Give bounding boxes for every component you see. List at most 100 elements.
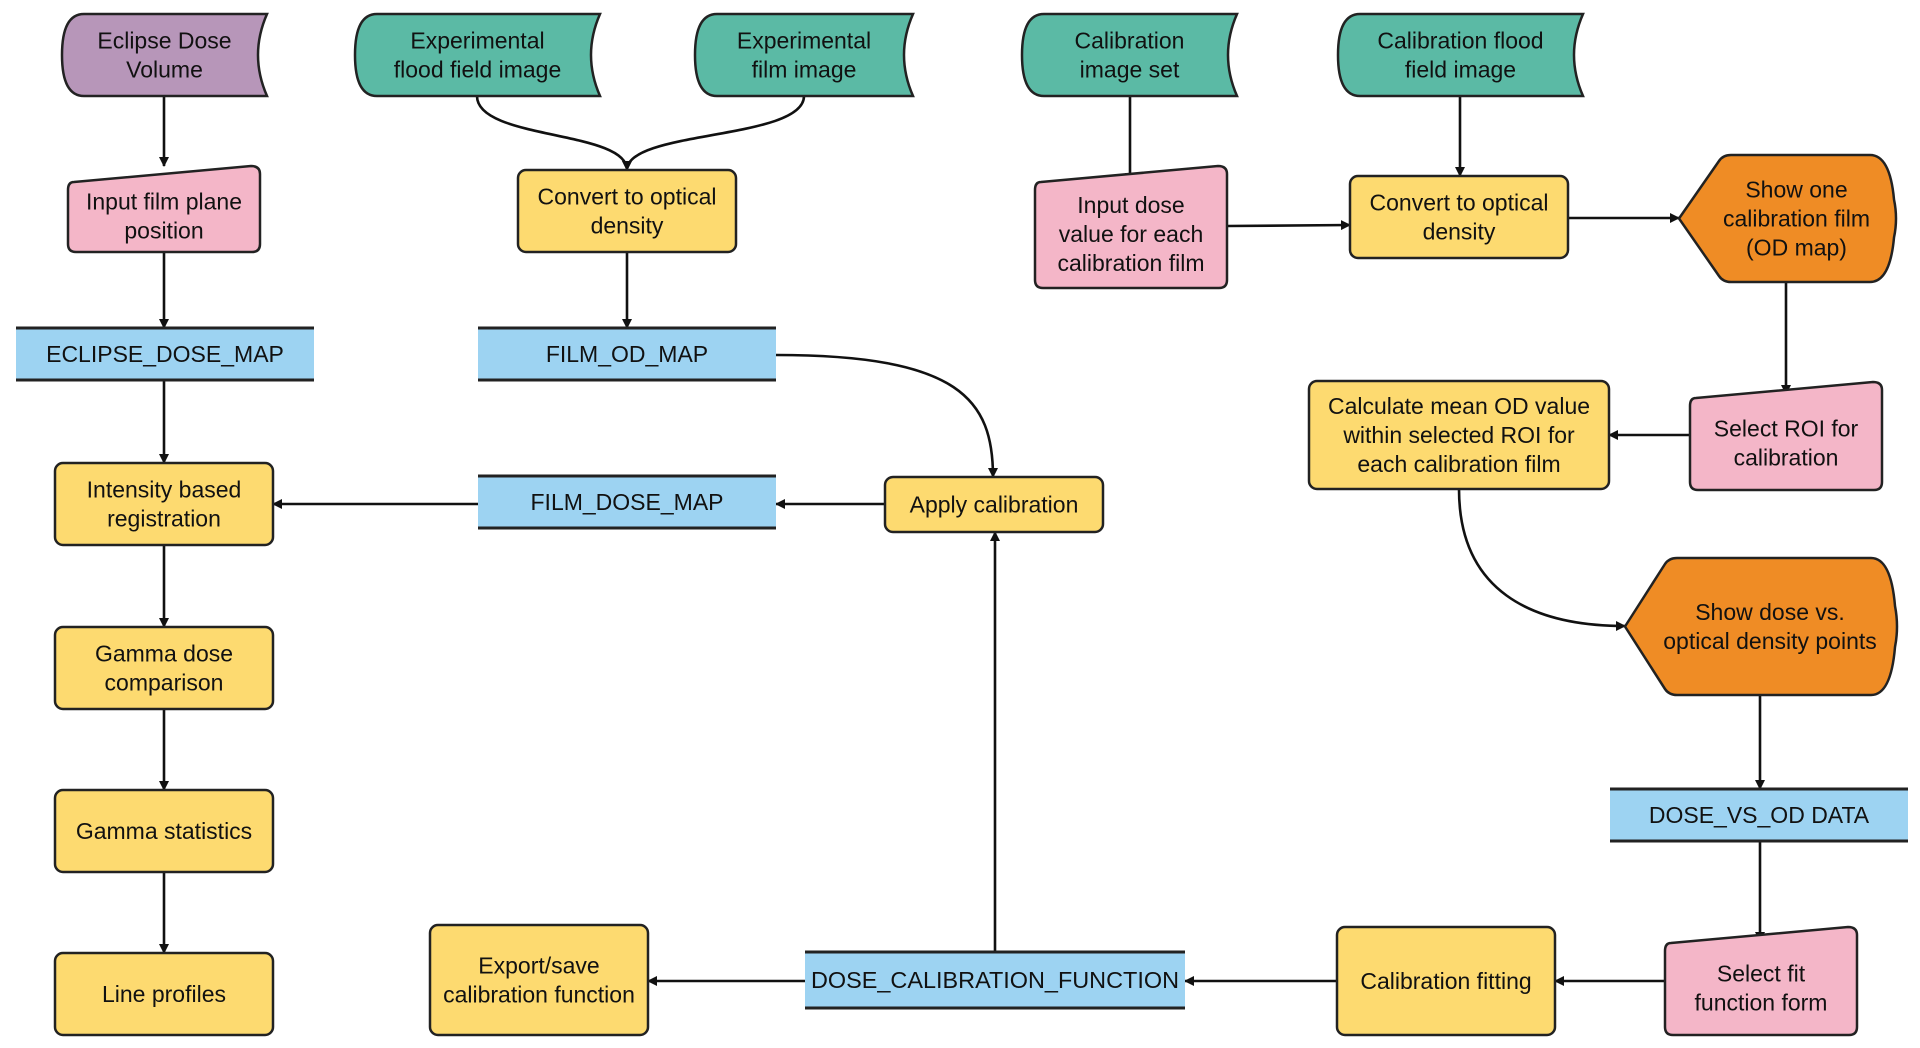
node-label-line: calibration function [443, 982, 635, 1008]
process-shape [1335, 925, 1557, 1037]
node-label-line: field image [1405, 57, 1516, 83]
node-convert-od-right: Convert to optical density [1348, 174, 1570, 260]
edge-exp-film-to-convert-left [622, 95, 806, 171]
node-input-film-plane: Input film plane position [66, 164, 262, 254]
node-label-line: position [124, 218, 203, 244]
node-label-line: (OD map) [1746, 235, 1847, 261]
node-label-line: Experimental [737, 28, 871, 54]
node-exp-film-image: Experimental film image [693, 12, 915, 98]
data-store-shape [478, 328, 776, 380]
process-shape [1307, 379, 1611, 491]
node-label-line: Show dose vs. [1695, 599, 1845, 625]
node-label-line: Calibration flood [1377, 28, 1543, 54]
node-intensity-registration: Intensity based registration [53, 461, 275, 547]
edge-calc-mean-od-to-show-dose-vs-od [1457, 488, 1626, 631]
node-gamma-statistics: Gamma statistics [53, 788, 275, 874]
data-store-shape [478, 476, 776, 528]
node-label-line: value for each [1059, 221, 1203, 247]
node-label-line: flood field image [394, 57, 562, 83]
process-shape [1348, 174, 1570, 260]
node-label-line: calibration [1734, 445, 1839, 471]
node-label-line: Gamma dose [95, 641, 233, 667]
node-label-line: within selected ROI for [1342, 422, 1575, 448]
node-label-line: Intensity based [87, 477, 242, 503]
data-store-shape [805, 952, 1185, 1008]
node-dose-calibration-function: DOSE_CALIBRATION_FUNCTION [805, 950, 1185, 1010]
node-label-line: registration [107, 506, 221, 532]
process-shape [53, 788, 275, 874]
node-label-line: Line profiles [102, 981, 226, 1007]
node-label-line: FILM_OD_MAP [546, 341, 708, 367]
node-label-line: Select fit [1717, 961, 1806, 987]
display-shape [1677, 153, 1898, 284]
node-input-dose-value: Input dose value for each calibration film [1033, 164, 1229, 290]
process-shape [53, 625, 275, 711]
node-cal-image-set: Calibration image set [1020, 12, 1239, 98]
node-label-line: Input film plane [86, 189, 242, 215]
node-label-line: Convert to optical [1370, 190, 1549, 216]
node-label-line: optical density points [1663, 628, 1877, 654]
datasource-shape [1020, 12, 1239, 98]
node-label-line: each calibration film [1357, 451, 1560, 477]
data-store-shape [1610, 789, 1908, 841]
node-label-line: Select ROI for [1714, 416, 1859, 442]
node-calc-mean-od: Calculate mean OD value within selected R… [1307, 379, 1611, 491]
edge-input-dose-to-convert-right [1226, 220, 1351, 231]
node-film-od-map: FILM_OD_MAP [478, 326, 776, 382]
node-label-line: Volume [126, 57, 203, 83]
node-cal-flood-field: Calibration flood field image [1336, 12, 1585, 98]
node-label-line: FILM_DOSE_MAP [531, 489, 724, 515]
node-label-line: Export/save [478, 953, 599, 979]
node-line-profiles: Line profiles [53, 951, 275, 1037]
node-label-line: calibration film [1058, 250, 1205, 276]
node-label-line: Input dose [1077, 192, 1184, 218]
node-label-line: Calibration fitting [1360, 968, 1531, 994]
node-label-line: ECLIPSE_DOSE_MAP [46, 341, 284, 367]
node-label-line: Calibration [1075, 28, 1185, 54]
manual-shape [1688, 380, 1884, 492]
datasource-shape [60, 12, 269, 98]
node-label-line: Show one [1745, 177, 1847, 203]
node-label-line: Calculate mean OD value [1328, 393, 1590, 419]
data-store-shape [16, 328, 314, 380]
process-shape [53, 951, 275, 1037]
process-shape [53, 461, 275, 547]
display-shape [1623, 556, 1899, 697]
node-label-line: Apply calibration [910, 492, 1079, 518]
node-label-line: Experimental [410, 28, 544, 54]
datasource-shape [1336, 12, 1585, 98]
process-shape [883, 475, 1105, 534]
node-apply-calibration: Apply calibration [883, 475, 1105, 534]
manual-shape [1663, 925, 1859, 1037]
manual-shape [66, 164, 262, 254]
process-shape [516, 168, 738, 254]
node-label-line: calibration film [1723, 206, 1870, 232]
node-label-line: Convert to optical [538, 184, 717, 210]
node-select-fit-function: Select fit function form [1663, 925, 1859, 1037]
node-label-line: DOSE_VS_OD DATA [1649, 802, 1870, 828]
node-label-line: Gamma statistics [76, 818, 252, 844]
node-select-roi: Select ROI for calibration [1688, 380, 1884, 492]
node-label-line: comparison [105, 670, 224, 696]
node-dose-vs-od-data: DOSE_VS_OD DATA [1610, 787, 1908, 843]
process-shape [428, 923, 650, 1037]
node-gamma-dose-comparison: Gamma dose comparison [53, 625, 275, 711]
node-label-line: function form [1695, 990, 1828, 1016]
edge-film-od-map-to-apply-calibration [775, 353, 998, 478]
datasource-shape [693, 12, 915, 98]
node-film-dose-map: FILM_DOSE_MAP [478, 474, 776, 530]
edge-exp-flood-to-convert-left [475, 95, 632, 171]
node-label-line: Eclipse Dose [97, 28, 231, 54]
node-label-line: film image [752, 57, 857, 83]
node-eclipse-dose-map: ECLIPSE_DOSE_MAP [16, 326, 314, 382]
manual-shape [1033, 164, 1229, 290]
node-export-save: Export/save calibration function [428, 923, 650, 1037]
node-label-line: density [1423, 219, 1496, 245]
node-show-dose-vs-od: Show dose vs. optical density points [1623, 556, 1899, 697]
node-label-line: image set [1080, 57, 1180, 83]
node-show-calibration-film: Show one calibration film (OD map) [1677, 153, 1898, 284]
datasource-shape [353, 12, 602, 98]
node-label-line: density [591, 213, 664, 239]
